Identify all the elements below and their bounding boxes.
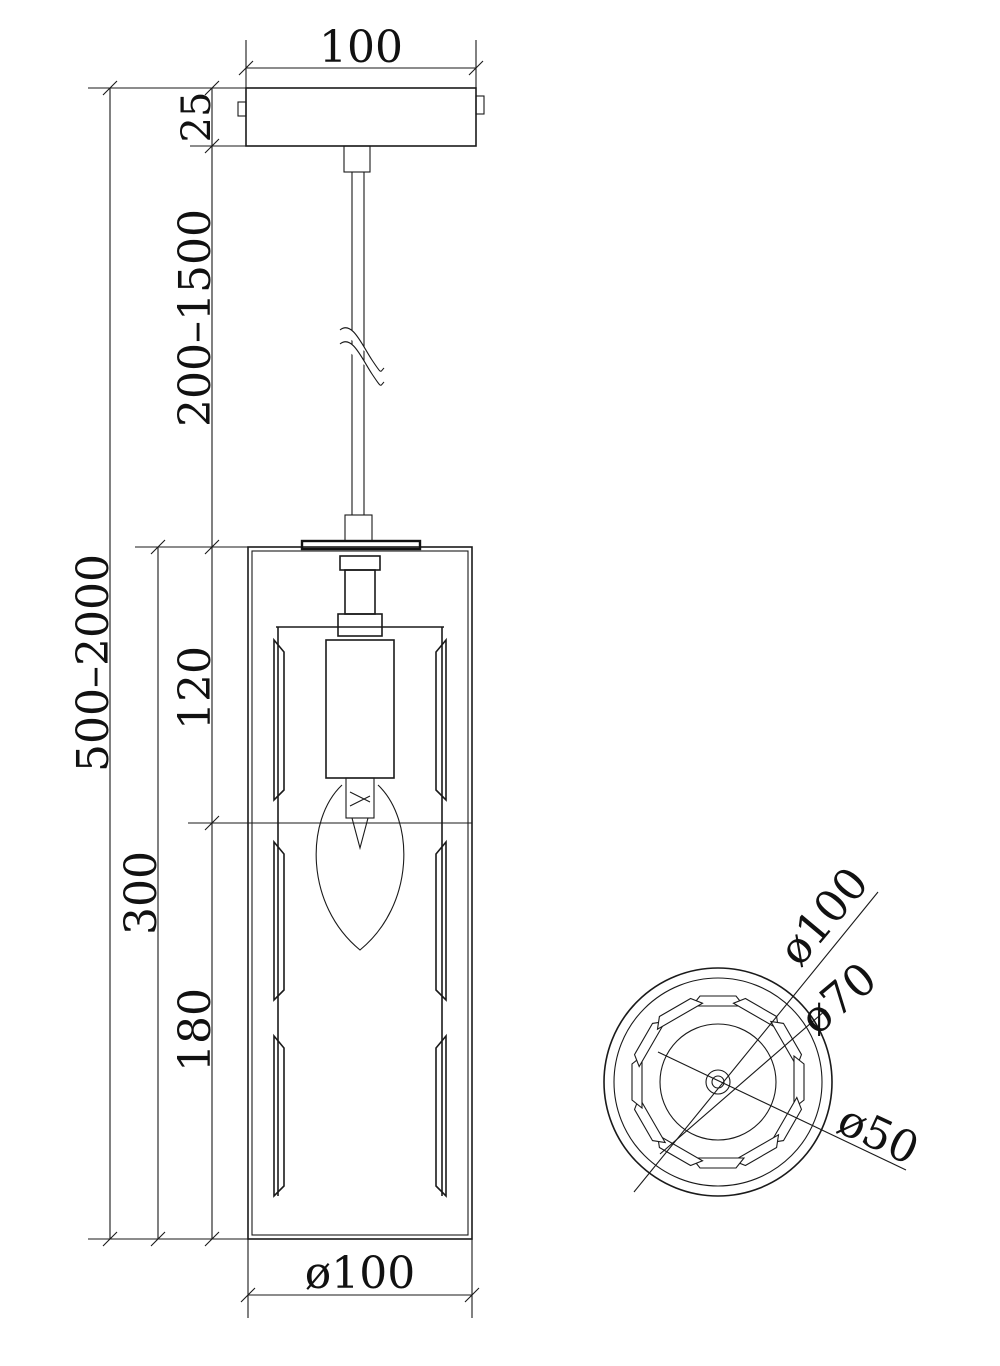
dim-plan-inner-diameter: ø50 <box>830 1094 926 1175</box>
dim-canopy-width: 100 <box>319 22 403 73</box>
lamp-shade-frame <box>247 539 473 1240</box>
dim-shade-height: 300 <box>116 851 167 935</box>
right-crystal-strips <box>435 627 447 1198</box>
elevation-view <box>188 87 485 1240</box>
left-crystal-strips <box>273 627 285 1198</box>
dim-upper-section: 120 <box>170 646 221 730</box>
suspension-rod <box>339 145 385 542</box>
lamp-socket <box>325 555 395 851</box>
dim-rod-length: 200–1500 <box>170 209 221 427</box>
dimension-lines <box>88 40 484 1318</box>
dim-total-height: 500–2000 <box>68 554 119 772</box>
dim-lower-section: 180 <box>170 988 221 1072</box>
plan-view <box>603 891 907 1197</box>
candle-bulb <box>315 784 405 951</box>
dim-canopy-height: 25 <box>174 92 220 143</box>
ceiling-canopy <box>237 87 485 147</box>
plan-crystals <box>631 995 805 1169</box>
dim-shade-diameter: ø100 <box>305 1248 415 1299</box>
